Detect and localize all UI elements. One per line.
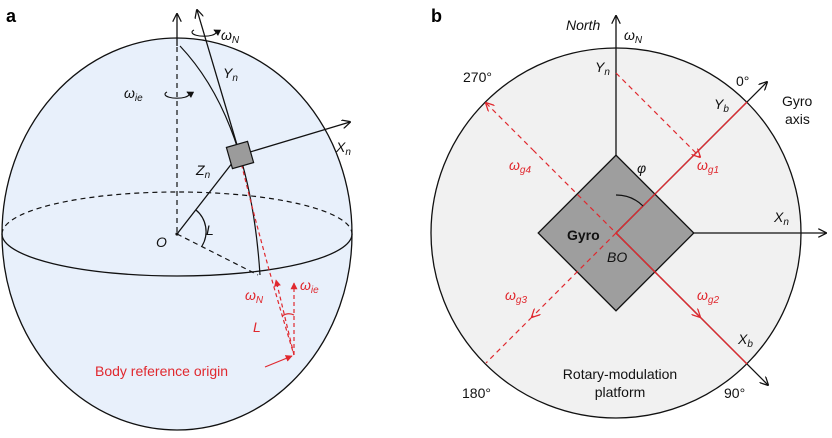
- panel-b: b North ωN Yn Yb Xn Xb 0° 90° 180° 270° …: [430, 6, 826, 419]
- omega-n-label-b: ωN: [624, 27, 643, 46]
- x-n-label: Xn: [335, 139, 351, 158]
- omega-g3-label: ωg3: [505, 287, 527, 306]
- body-reference-label: Body reference origin: [95, 363, 228, 379]
- omega-g4-to-center: [532, 149, 617, 234]
- omega-g3-ext: [485, 316, 533, 364]
- z-n-label: Zn: [195, 162, 211, 181]
- deg-0-label: 0°: [736, 73, 749, 89]
- omega-g3-arrow: [532, 232, 617, 317]
- y-b-red: [615, 101, 748, 234]
- omega-ie-label: ωie: [124, 85, 143, 104]
- omega-n-axis: [197, 10, 241, 156]
- deg-180-label: 180°: [462, 385, 491, 401]
- omega-g1-arrow: [615, 72, 700, 157]
- red-omega-ie-label: ωie: [300, 277, 319, 296]
- gyro-label: Gyro: [567, 227, 600, 243]
- platform-label-2: platform: [595, 384, 646, 400]
- earth-rotation-icon: [164, 91, 195, 99]
- deg-270-label: 270°: [463, 69, 492, 85]
- y-n-label: Yn: [223, 65, 238, 84]
- gyro-axis-label-1: Gyro: [782, 93, 813, 109]
- bo-label: BO: [607, 249, 627, 265]
- origin-label: O: [156, 234, 167, 250]
- omega-g4-arrow: [486, 103, 534, 151]
- equator-back: [1, 191, 353, 235]
- equator-front: [1, 233, 353, 277]
- latitude-arc: [195, 209, 207, 247]
- omega-g2-arrow: [615, 232, 700, 317]
- x-n-label-b: Xn: [773, 209, 789, 228]
- phi-label: φ: [637, 160, 646, 176]
- red-omega-n-arrow: [274, 279, 295, 356]
- body-ref-pointer: [264, 355, 293, 368]
- red-latitude-arc: [281, 313, 295, 317]
- omega-n-label: ωN: [221, 27, 240, 46]
- origin-dot: [175, 232, 179, 236]
- platform-label-1: Rotary-modulation: [563, 366, 677, 382]
- omega-g1-label: ωg1: [697, 157, 719, 176]
- omega-n-rotation-icon: [191, 29, 222, 37]
- x-b-label: Xb: [737, 331, 753, 350]
- red-latitude-label: L: [253, 319, 261, 335]
- gyro-axis-label-2: axis: [785, 111, 810, 127]
- body-box: [225, 140, 255, 170]
- north-label: North: [566, 17, 600, 33]
- phi-arc: [615, 194, 644, 207]
- red-omega-n-label: ωN: [245, 287, 264, 306]
- x-n-axis: [239, 122, 350, 156]
- deg-90-label: 90°: [724, 385, 745, 401]
- panel-b-tag: b: [431, 6, 442, 26]
- y-n-label-b: Yn: [595, 59, 610, 78]
- y-b-label: Yb: [714, 96, 729, 115]
- panel-a-tag: a: [6, 6, 17, 26]
- equator-radius-dashed: [176, 233, 259, 276]
- red-vertical-dashed: [239, 157, 295, 356]
- panel-a: a ωie ωN Yn Xn: [1, 6, 353, 431]
- omega-g2-label: ωg2: [697, 287, 719, 306]
- omega-g4-label: ωg4: [509, 157, 531, 176]
- latitude-label: L: [206, 222, 214, 238]
- radius-line: [176, 161, 234, 235]
